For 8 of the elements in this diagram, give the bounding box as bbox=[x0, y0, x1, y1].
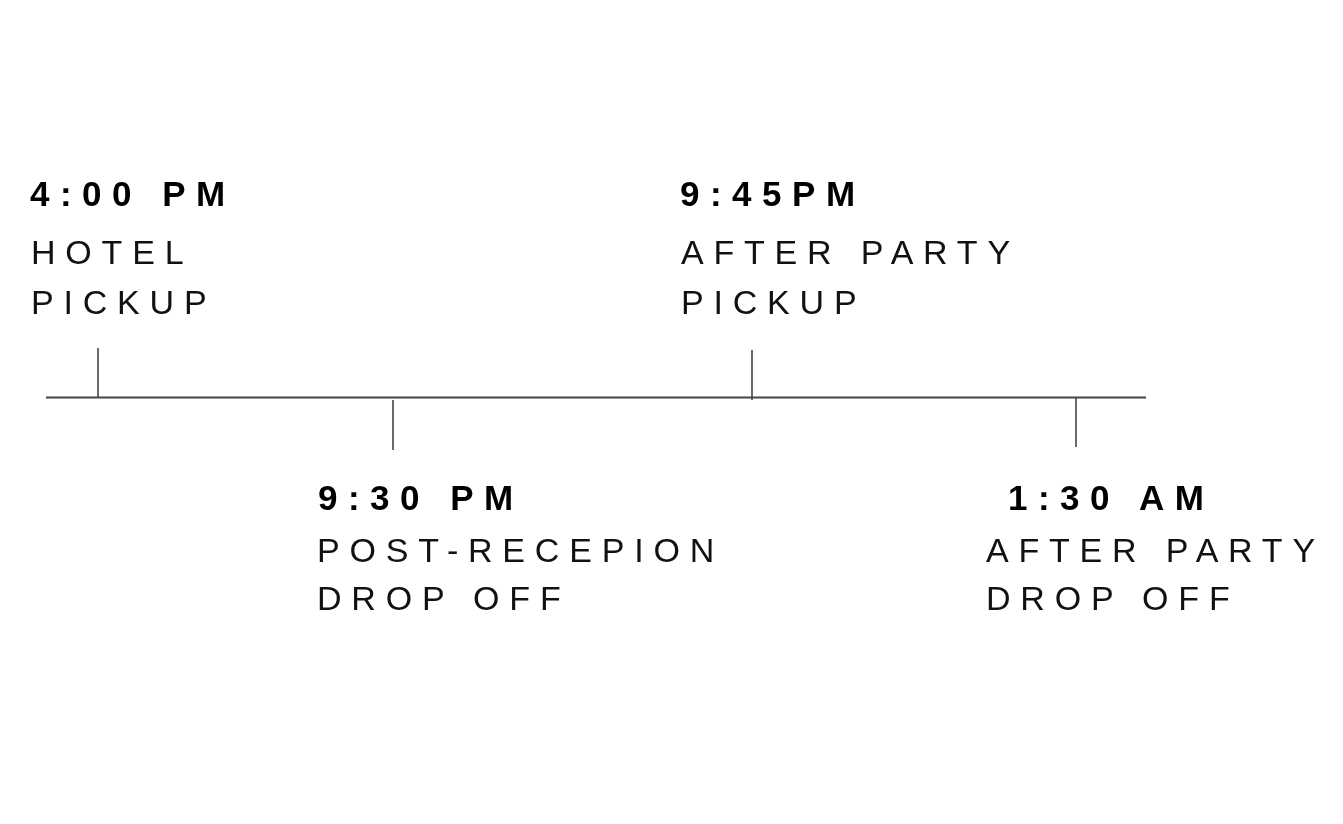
time-label: 1:30 AM bbox=[1008, 480, 1216, 515]
time-label: 9:45PM bbox=[680, 176, 867, 211]
time-label: 9:30 PM bbox=[318, 480, 525, 515]
time-label: 4:00 PM bbox=[30, 176, 237, 211]
event-label: AFTER PARTY PICKUP bbox=[681, 232, 1021, 323]
event-label: AFTER PARTY DROP OFF bbox=[986, 530, 1326, 619]
event-label: POST-RECEPION DROP OFF bbox=[317, 530, 725, 619]
event-label: HOTEL PICKUP bbox=[31, 232, 218, 323]
